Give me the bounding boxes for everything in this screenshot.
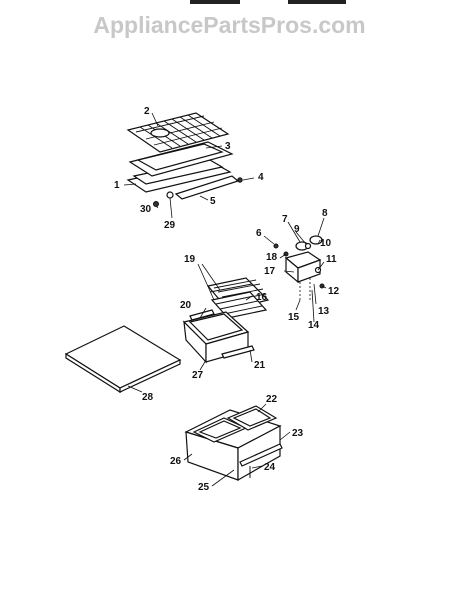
- top-edge-bars: [0, 0, 459, 8]
- part-4-screw: [237, 177, 243, 183]
- part-3-tray-inner: [136, 143, 224, 171]
- callout-labels: 2 3 1 4 5 30 29 6 7 8 9 10 18 17 11 12 1…: [114, 106, 340, 493]
- part-23-handle: [239, 443, 283, 467]
- control-housing-assembly: [273, 235, 325, 300]
- part-22-right-bin-inner: [232, 408, 272, 427]
- callout-11: 11: [326, 254, 337, 265]
- callout-4: 4: [258, 172, 264, 183]
- middle-pan-assembly: [182, 277, 270, 364]
- top-bar-right: [288, 0, 346, 4]
- part-28-shelf-edge-front: [119, 359, 181, 393]
- callout-22: 22: [266, 394, 278, 405]
- callout-25: 25: [198, 482, 210, 493]
- part-26-left-bin-inner: [198, 420, 242, 439]
- callout-16: 16: [256, 292, 268, 303]
- callout-26: 26: [170, 456, 182, 467]
- callout-10: 10: [320, 238, 332, 249]
- callout-18: 18: [266, 252, 278, 263]
- callout-5: 5: [210, 196, 216, 207]
- callout-3: 3: [225, 141, 231, 152]
- callout-14: 14: [308, 320, 320, 331]
- top-bar-left: [190, 0, 240, 4]
- callout-24: 24: [264, 462, 276, 473]
- callout-20: 20: [180, 300, 192, 311]
- callout-21: 21: [254, 360, 266, 371]
- part-29-bracket: [166, 191, 174, 199]
- callout-6: 6: [256, 228, 262, 239]
- callout-1: 1: [114, 180, 120, 191]
- callout-13: 13: [318, 306, 330, 317]
- part-15-housing-front: [297, 259, 321, 283]
- glass-shelf-28: [64, 325, 182, 394]
- callout-7: 7: [282, 214, 288, 225]
- part-2-handle: [150, 128, 170, 138]
- part-2-grille: [126, 112, 230, 153]
- part-16-cover-slats: [215, 295, 263, 315]
- leader-lines: [123, 112, 327, 487]
- top-shelf-assembly: [126, 112, 243, 207]
- part-27-pan-inner: [188, 313, 244, 341]
- callout-12: 12: [328, 286, 340, 297]
- callout-19: 19: [184, 254, 196, 265]
- part-6-screw: [273, 243, 279, 249]
- callout-15: 15: [288, 312, 300, 323]
- callout-23: 23: [292, 428, 304, 439]
- callout-2: 2: [144, 106, 150, 117]
- part-9-cap: [304, 242, 312, 250]
- callout-17: 17: [264, 266, 276, 277]
- watermark: AppliancePartsPros.com: [93, 12, 366, 38]
- callout-29: 29: [164, 220, 176, 231]
- callout-30: 30: [140, 204, 152, 215]
- callout-27: 27: [192, 370, 204, 381]
- part-30-fastener: [153, 201, 159, 207]
- callout-28: 28: [142, 392, 154, 403]
- part-28-shelf-top: [64, 325, 182, 389]
- bottom-crisper-assembly: [184, 405, 283, 482]
- callout-8: 8: [322, 208, 328, 219]
- part-21-rail: [221, 345, 255, 359]
- callout-9: 9: [294, 224, 300, 235]
